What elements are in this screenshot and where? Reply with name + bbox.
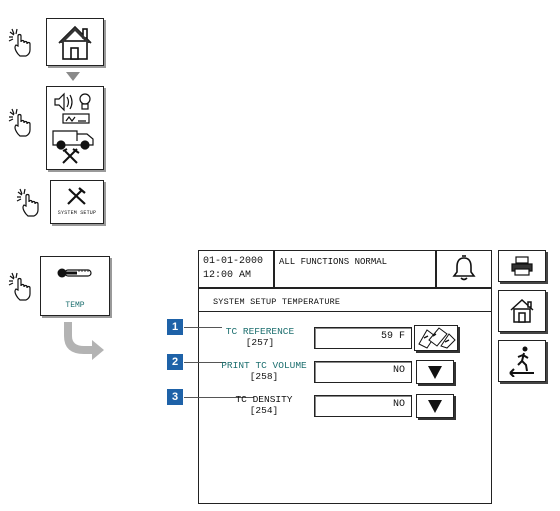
setting-name: TC DENSITY	[235, 394, 293, 405]
home-button[interactable]	[498, 290, 546, 332]
keypad-icon	[418, 327, 456, 349]
tc-density-value: NO	[392, 399, 405, 410]
datetime-box: 01-01-2000 12:00 AM	[198, 250, 274, 288]
home-icon	[58, 25, 92, 60]
thermometer-icon	[57, 268, 92, 278]
alarm-bell-button[interactable]	[436, 250, 492, 288]
printer-icon	[511, 256, 533, 276]
callout-badge-3: 3	[167, 389, 183, 405]
callout-leader	[184, 397, 254, 398]
temp-tile[interactable]: TEMP	[40, 256, 110, 316]
panel-title: SYSTEM SETUP TEMPERATURE	[213, 297, 341, 307]
system-setup-tile[interactable]: SYSTEM SETUP	[50, 180, 104, 224]
tc-reference-field[interactable]: 59 F	[314, 327, 412, 349]
system-setup-icon	[67, 187, 86, 205]
home-icon	[510, 298, 534, 323]
home-tile[interactable]	[46, 18, 104, 66]
dropdown-arrow-icon	[428, 366, 442, 379]
date-text: 01-01-2000	[203, 256, 264, 267]
setting-code: [254]	[249, 405, 279, 416]
callout-leader	[184, 327, 222, 328]
print-tc-volume-dropdown-button[interactable]	[416, 360, 454, 384]
status-box: ALL FUNCTIONS NORMAL	[274, 250, 436, 288]
callout-leader	[184, 362, 226, 363]
tc-density-field[interactable]: NO	[314, 395, 412, 417]
down-arrow-icon	[66, 72, 80, 81]
temp-label: TEMP	[65, 301, 85, 310]
callout-badge-1: 1	[167, 319, 183, 335]
status-text: ALL FUNCTIONS NORMAL	[279, 257, 388, 267]
exit-button[interactable]	[498, 340, 546, 382]
keypad-button[interactable]	[414, 325, 458, 351]
setting-label-print-tc-volume: PRINT TC VOLUME [258]	[214, 360, 314, 382]
curved-arrow-icon	[64, 322, 104, 360]
callout-badge-2: 2	[167, 354, 183, 370]
setting-code: [258]	[249, 371, 279, 382]
tc-density-dropdown-button[interactable]	[416, 394, 454, 418]
setting-label-tc-reference: TC REFERENCE [257]	[210, 326, 310, 348]
tc-reference-value: 59 F	[380, 331, 405, 342]
tap-hand-icon	[8, 272, 31, 301]
system-setup-label: SYSTEM SETUP	[57, 210, 97, 216]
dropdown-arrow-icon	[428, 400, 442, 413]
setting-code: [257]	[245, 337, 275, 348]
title-divider	[199, 311, 491, 312]
setup-menu-icon	[52, 92, 94, 164]
print-tc-volume-field[interactable]: NO	[314, 361, 412, 383]
tap-hand-icon	[16, 188, 39, 217]
print-tc-volume-value: NO	[392, 365, 405, 376]
setting-name: TC REFERENCE	[225, 326, 295, 337]
tap-hand-icon	[8, 108, 31, 137]
print-button[interactable]	[498, 250, 546, 282]
time-text: 12:00 AM	[203, 270, 252, 281]
exit-icon	[509, 346, 534, 377]
setup-menu-tile[interactable]	[46, 86, 104, 170]
setting-label-tc-density: TC DENSITY [254]	[224, 394, 304, 416]
bell-icon	[452, 255, 476, 281]
tap-hand-icon	[8, 28, 31, 57]
setting-name: PRINT TC VOLUME	[221, 360, 307, 371]
